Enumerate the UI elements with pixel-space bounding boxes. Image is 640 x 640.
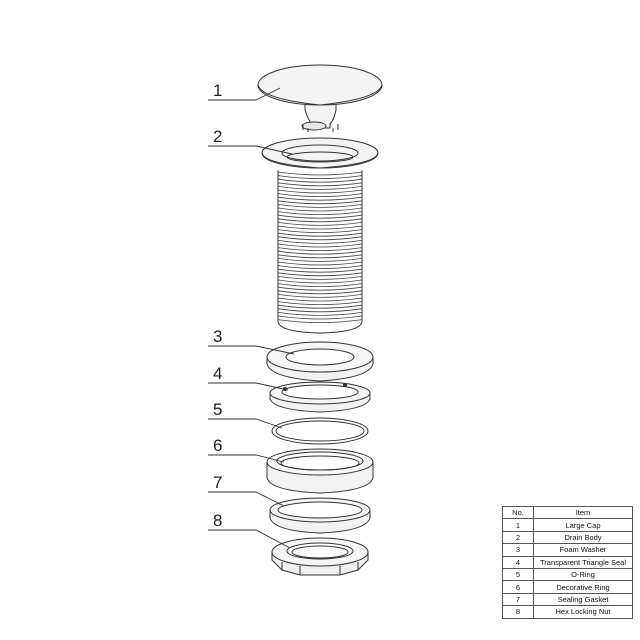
- row-no: 3: [502, 543, 534, 557]
- row-item: Large Cap: [533, 518, 633, 532]
- row-no: 4: [502, 555, 534, 569]
- hex-locking-nut: [271, 537, 369, 576]
- drain-body: [261, 137, 379, 334]
- row-item: Hex Locking Nut: [533, 605, 633, 619]
- row-item: Drain Body: [533, 530, 633, 545]
- row-item: Decorative Ring: [533, 580, 633, 594]
- callout-5: 5: [213, 400, 222, 419]
- callout-8: 8: [213, 511, 222, 530]
- header-no: No.: [502, 505, 534, 520]
- row-no: 5: [502, 567, 534, 582]
- row-item: Foam Washer: [533, 543, 633, 557]
- row-item: O-Ring: [533, 567, 633, 582]
- table-header-row: No. Item: [502, 505, 633, 520]
- header-item: Item: [533, 505, 633, 520]
- row-no: 8: [502, 605, 534, 619]
- callout-2: 2: [213, 127, 222, 146]
- callout-1: 1: [213, 81, 222, 100]
- row-item: Sealing Gasket: [533, 592, 633, 607]
- row-no: 7: [502, 592, 534, 607]
- callout-7: 7: [213, 473, 222, 492]
- o-ring: [271, 417, 369, 445]
- row-no: 6: [502, 580, 534, 594]
- row-item: Transparent Triangle Seal: [533, 555, 633, 569]
- callout-numbers: 1 2 3 4 5 6 7 8: [213, 81, 222, 530]
- callout-6: 6: [213, 436, 222, 455]
- large-cap: [257, 64, 383, 132]
- decorative-ring: [266, 448, 374, 494]
- sealing-gasket: [269, 497, 371, 534]
- callout-3: 3: [213, 327, 222, 346]
- callout-4: 4: [213, 364, 222, 383]
- transparent-triangle-seal: [269, 381, 371, 413]
- leader-lines: [208, 87, 295, 549]
- row-no: 2: [502, 530, 534, 545]
- row-no: 1: [502, 518, 534, 532]
- foam-washer: [266, 341, 374, 382]
